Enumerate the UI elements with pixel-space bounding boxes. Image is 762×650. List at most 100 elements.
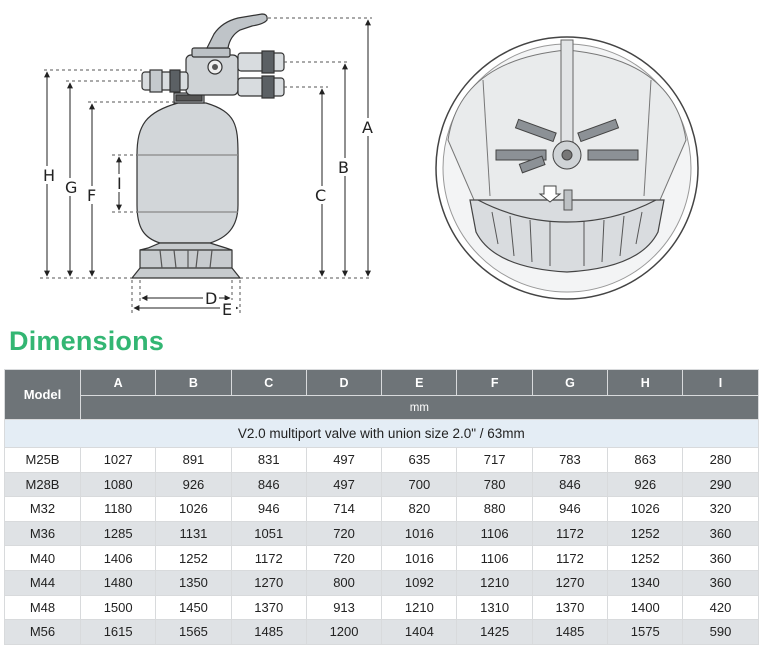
dimension-cell-e: 1092 bbox=[381, 569, 458, 596]
dimension-cell-e: 820 bbox=[381, 496, 458, 522]
model-cell: M44 bbox=[4, 569, 81, 596]
dimension-cell-h: 1575 bbox=[607, 619, 684, 645]
dimension-cell-a: 1500 bbox=[79, 594, 157, 621]
dimension-cell-a: 1480 bbox=[79, 569, 157, 596]
dimension-cell-b: 926 bbox=[155, 471, 232, 498]
dimension-cell-d: 800 bbox=[305, 569, 383, 596]
model-cell: M40 bbox=[4, 545, 81, 571]
dimension-cell-g: 1370 bbox=[531, 594, 609, 621]
model-cell: M48 bbox=[4, 594, 81, 621]
right-union-top bbox=[237, 52, 285, 72]
dimension-cell-g: 1270 bbox=[531, 569, 609, 596]
dimension-cell-c: 1485 bbox=[230, 619, 307, 645]
tank-base bbox=[130, 242, 242, 279]
model-cell: M28B bbox=[4, 471, 81, 498]
dimension-cell-g: 1172 bbox=[531, 520, 609, 547]
column-header-g: G bbox=[531, 369, 609, 396]
dimension-cell-f: 780 bbox=[456, 471, 533, 498]
column-header-d: D bbox=[305, 369, 383, 396]
dimension-cell-h: 863 bbox=[607, 447, 684, 473]
dim-label-d: D bbox=[205, 289, 217, 308]
dimension-cell-b: 891 bbox=[155, 447, 232, 473]
dimension-cell-e: 1016 bbox=[381, 545, 458, 571]
dimension-cell-a: 1615 bbox=[79, 619, 157, 645]
dimension-cell-i: 360 bbox=[682, 520, 759, 547]
dimension-cell-i: 280 bbox=[682, 447, 759, 473]
dimension-cell-h: 926 bbox=[607, 471, 684, 498]
dimension-cell-g: 846 bbox=[531, 471, 609, 498]
dimension-cell-e: 1404 bbox=[381, 619, 458, 645]
column-header-i: I bbox=[682, 369, 759, 396]
dim-label-f: F bbox=[87, 186, 96, 205]
center-pipe bbox=[560, 39, 574, 149]
dimension-cell-h: 1400 bbox=[607, 594, 684, 621]
dimension-cell-e: 635 bbox=[381, 447, 458, 473]
dimension-cell-g: 1485 bbox=[531, 619, 609, 645]
valve-caption: V2.0 multiport valve with union size 2.0… bbox=[4, 419, 759, 448]
dimension-cell-c: 1370 bbox=[230, 594, 307, 621]
column-header-h: H bbox=[607, 369, 684, 396]
dimensions-table: Model A B C D E F G H I mm V2.0 multipor… bbox=[4, 369, 759, 645]
dimension-cell-a: 1027 bbox=[79, 447, 157, 473]
filter-side-view bbox=[130, 13, 285, 279]
dimension-cell-a: 1406 bbox=[79, 545, 157, 571]
dimension-cell-b: 1565 bbox=[155, 619, 232, 645]
dimension-cell-f: 1106 bbox=[456, 520, 533, 547]
dimension-cell-g: 946 bbox=[531, 496, 609, 522]
dimension-cell-i: 420 bbox=[682, 594, 759, 621]
right-union-bottom bbox=[237, 77, 285, 97]
dimension-cell-c: 846 bbox=[230, 471, 307, 498]
tank-body bbox=[136, 102, 239, 244]
dimension-cell-d: 913 bbox=[305, 594, 383, 621]
dimension-cell-h: 1340 bbox=[607, 569, 684, 596]
dimension-cell-a: 1180 bbox=[79, 496, 157, 522]
model-column-header: Model bbox=[4, 369, 81, 420]
dim-label-h: H bbox=[43, 166, 55, 185]
dimension-cell-b: 1026 bbox=[155, 496, 232, 522]
column-header-f: F bbox=[456, 369, 533, 396]
dimension-cell-b: 1131 bbox=[155, 520, 232, 547]
column-header-b: B bbox=[155, 369, 232, 396]
dimension-cell-c: 1051 bbox=[230, 520, 307, 547]
dimension-cell-f: 1210 bbox=[456, 569, 533, 596]
dimension-cell-f: 1425 bbox=[456, 619, 533, 645]
unit-header: mm bbox=[80, 395, 759, 420]
column-header-e: E bbox=[381, 369, 458, 396]
dimension-cell-d: 714 bbox=[305, 496, 383, 522]
dimension-cell-a: 1285 bbox=[79, 520, 157, 547]
dimension-cell-f: 1106 bbox=[456, 545, 533, 571]
dimension-cell-c: 946 bbox=[230, 496, 307, 522]
dimension-cell-d: 497 bbox=[305, 471, 383, 498]
dimension-cell-i: 290 bbox=[682, 471, 759, 498]
left-union bbox=[141, 71, 189, 91]
dim-label-i: I bbox=[117, 174, 122, 193]
dimension-cell-i: 590 bbox=[682, 619, 759, 645]
dimension-cell-d: 497 bbox=[305, 447, 383, 473]
dim-label-a: A bbox=[362, 118, 373, 137]
dimension-cell-f: 880 bbox=[456, 496, 533, 522]
model-cell: M36 bbox=[4, 520, 81, 547]
dimension-cell-i: 360 bbox=[682, 569, 759, 596]
dim-label-e: E bbox=[222, 300, 232, 319]
dimension-cell-b: 1252 bbox=[155, 545, 232, 571]
dimension-cell-h: 1026 bbox=[607, 496, 684, 522]
laterals bbox=[495, 118, 639, 174]
dimensions-table-body: V2.0 multiport valve with union size 2.0… bbox=[4, 419, 759, 645]
filter-dimension-drawing: H G F I A B C D E bbox=[40, 13, 699, 319]
model-cell: M25B bbox=[4, 447, 81, 473]
dimension-cell-h: 1252 bbox=[607, 545, 684, 571]
dimension-cell-i: 360 bbox=[682, 545, 759, 571]
dimension-cell-e: 1210 bbox=[381, 594, 458, 621]
dimension-cell-e: 1016 bbox=[381, 520, 458, 547]
dimension-cell-f: 717 bbox=[456, 447, 533, 473]
model-cell: M32 bbox=[4, 496, 81, 522]
dimension-cell-c: 831 bbox=[230, 447, 307, 473]
dimension-cell-b: 1350 bbox=[155, 569, 232, 596]
dimension-cell-i: 320 bbox=[682, 496, 759, 522]
